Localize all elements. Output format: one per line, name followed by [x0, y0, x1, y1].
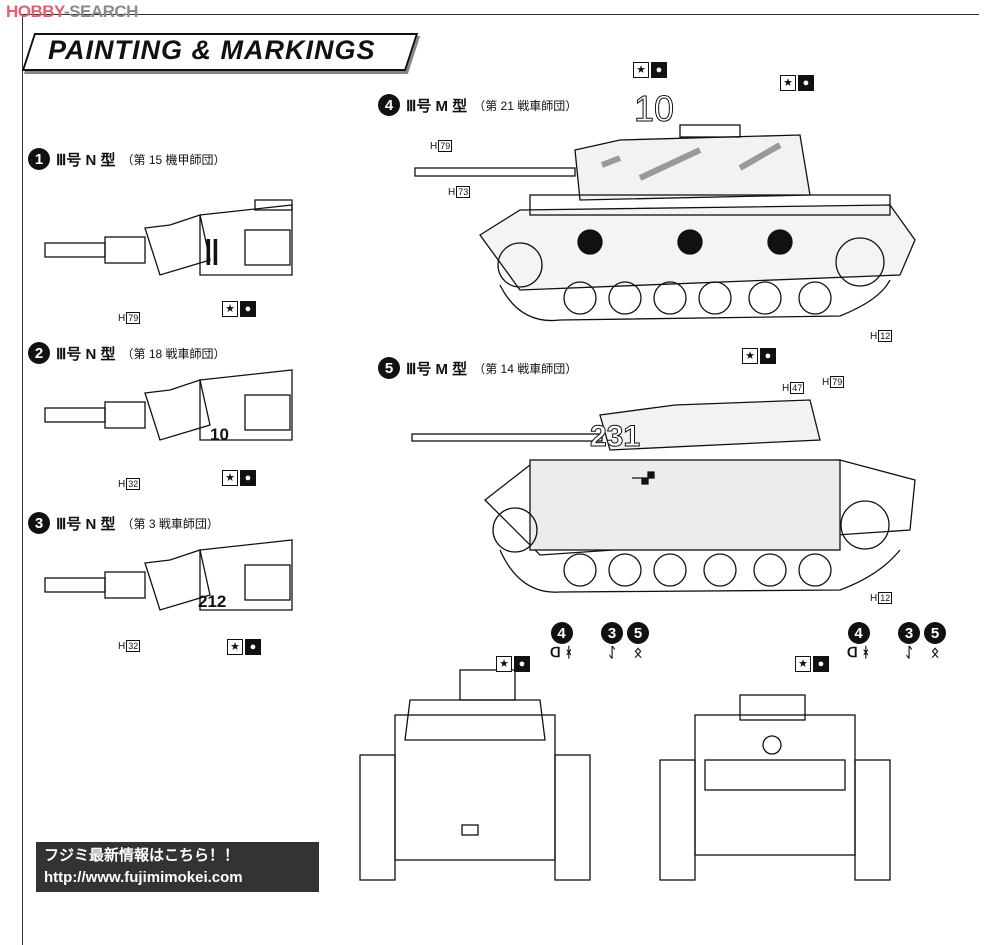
page-title: PAINTING & MARKINGS	[48, 35, 376, 65]
marking-4: 10	[633, 88, 675, 130]
fujimi-ad-box: フジミ最新情報はこちら！！ http://www.fujimimokei.com	[36, 842, 319, 892]
marking-3: 212	[198, 592, 227, 611]
tank-2-turret	[44, 369, 293, 441]
tank-4-side-view	[414, 124, 916, 322]
decal-markers: ★●	[227, 639, 261, 655]
marking-5: 231	[589, 420, 641, 454]
decal-markers: ★●	[742, 348, 776, 364]
decal-markers: ★●	[222, 470, 256, 486]
watermark: HOBBY-SEARCH	[6, 2, 138, 21]
decal-markers: ★●	[633, 62, 667, 78]
decal-markers: ★●	[496, 656, 530, 672]
tank-front-view	[359, 669, 591, 881]
decal-markers: ★●	[780, 75, 814, 91]
marking-1: Ⅱ	[203, 233, 221, 273]
tank-rear-view	[659, 694, 891, 881]
tank-5-side-view	[411, 399, 916, 593]
marking-2: 10	[210, 425, 229, 444]
tank-1-turret	[44, 199, 293, 276]
tank-3-turret	[44, 539, 293, 611]
page-frame	[22, 14, 979, 945]
website-link[interactable]: http://www.fujimimokei.com	[44, 869, 243, 886]
decal-markers: ★●	[795, 656, 829, 672]
decal-markers: ★●	[222, 301, 256, 317]
